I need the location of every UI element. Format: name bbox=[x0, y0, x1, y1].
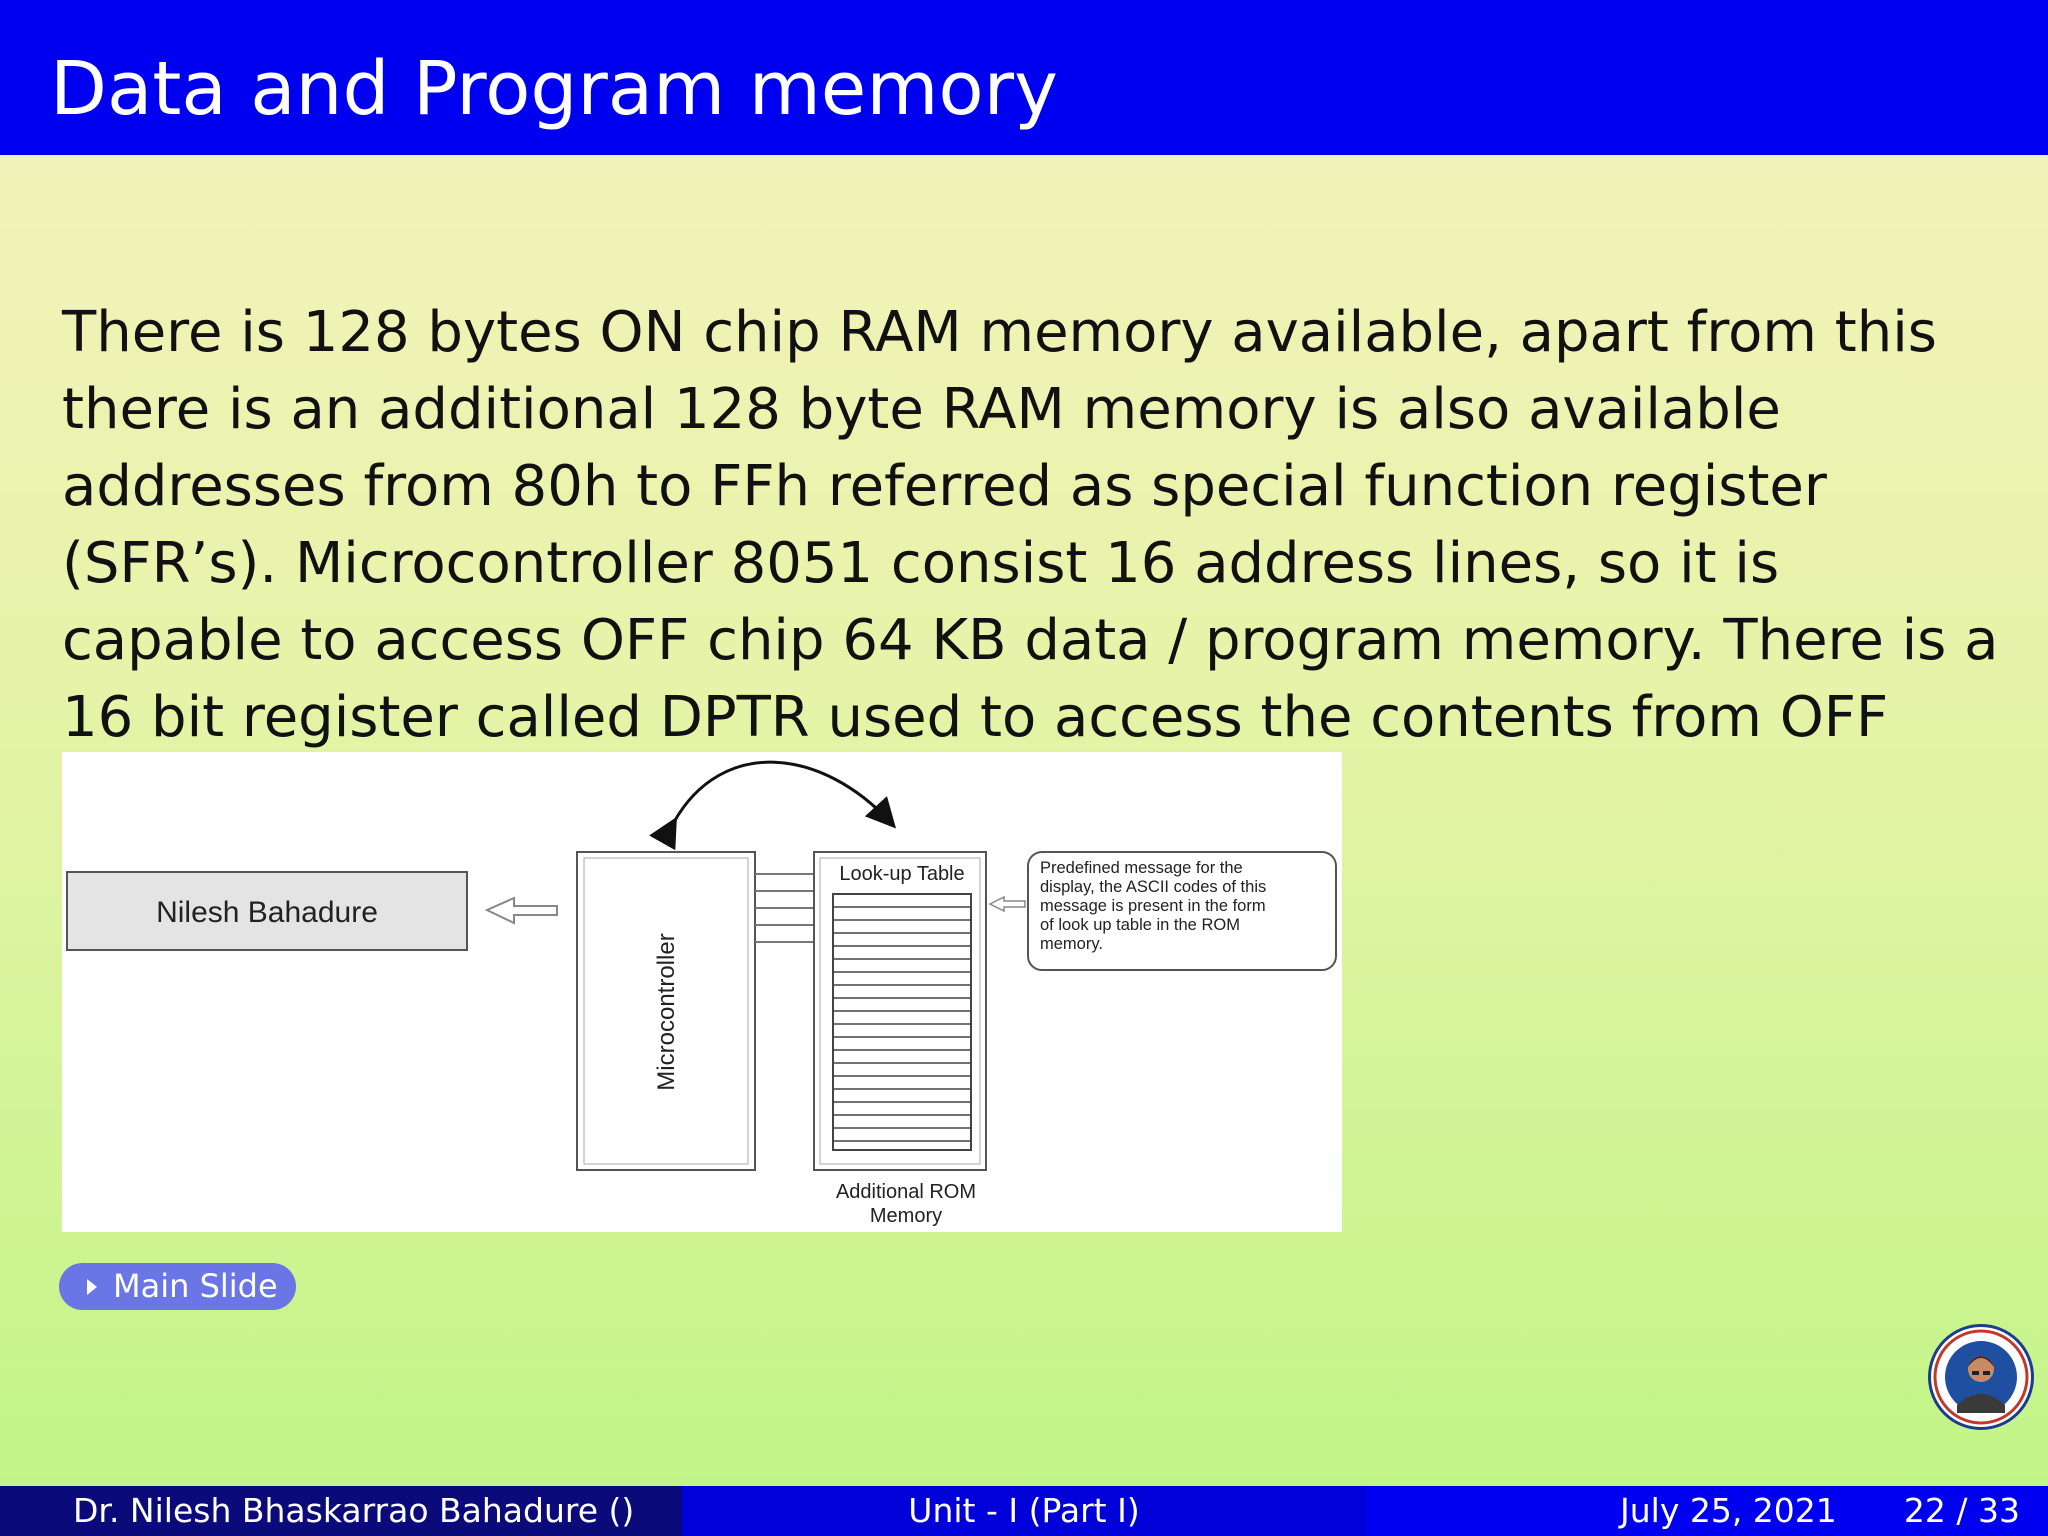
hollow-arrow-left-outline bbox=[484, 896, 558, 925]
footer-author: Dr. Nilesh Bhaskarrao Bahadure () bbox=[73, 1491, 635, 1530]
play-triangle-icon bbox=[87, 1279, 97, 1295]
main-slide-label: Main Slide bbox=[113, 1267, 278, 1305]
main-slide-button[interactable]: Main Slide bbox=[59, 1263, 296, 1310]
rom-label-line1: Additional ROM bbox=[836, 1181, 976, 1203]
footer-unit-segment: Unit - I (Part I) bbox=[682, 1486, 1366, 1536]
footer-date: July 25, 2021 bbox=[1620, 1491, 1837, 1530]
note-line: Predefined message for the bbox=[1040, 859, 1243, 877]
display-box bbox=[66, 871, 468, 951]
note-line: memory. bbox=[1040, 935, 1103, 953]
slide-footer: Dr. Nilesh Bhaskarrao Bahadure () Unit -… bbox=[0, 1486, 2048, 1536]
lookup-table-rows bbox=[832, 893, 972, 1151]
curved-double-arrow bbox=[649, 760, 897, 851]
memory-diagram: Nilesh Bahadure Microcontroller Look-up … bbox=[62, 752, 1342, 1232]
slide-body-text: There is 128 bytes ON chip RAM memory av… bbox=[62, 300, 1999, 827]
microcontroller-label: Microcontroller bbox=[653, 933, 680, 1090]
academy-logo bbox=[1928, 1324, 2034, 1430]
note-line: of look up table in the ROM bbox=[1040, 916, 1240, 934]
bus-lines bbox=[755, 873, 814, 943]
note-line: display, the ASCII codes of this bbox=[1040, 878, 1266, 896]
footer-author-segment: Dr. Nilesh Bhaskarrao Bahadure () bbox=[0, 1486, 682, 1536]
note-line: message is present in the form bbox=[1040, 897, 1266, 915]
slide-title: Data and Program memory bbox=[50, 46, 1058, 132]
note-box bbox=[1027, 851, 1337, 971]
footer-unit: Unit - I (Part I) bbox=[908, 1491, 1140, 1530]
slide-header: Data and Program memory bbox=[0, 0, 2048, 155]
footer-date-segment: July 25, 2021 22 / 33 bbox=[1366, 1486, 2048, 1536]
microcontroller-box bbox=[576, 851, 756, 1171]
note-text: Predefined message for the display, the … bbox=[1040, 859, 1266, 953]
page-number[interactable]: 22 / 33 bbox=[1903, 1491, 2020, 1530]
display-label: Nilesh Bahadure bbox=[156, 896, 378, 929]
lookup-table-label: Look-up Table bbox=[839, 863, 964, 885]
hollow-arrow-note bbox=[988, 895, 1026, 913]
rom-label-line2: Memory bbox=[870, 1205, 942, 1227]
